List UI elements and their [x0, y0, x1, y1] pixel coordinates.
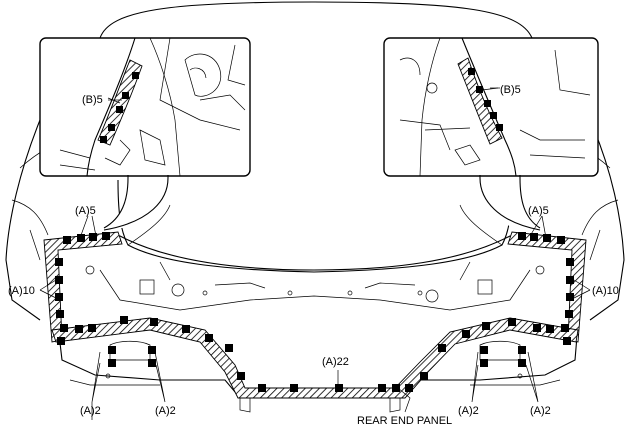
label-b5-right: (B)5 — [500, 84, 521, 96]
label-a2-4: (A)2 — [530, 405, 551, 417]
label-a22: (A)22 — [322, 356, 349, 368]
label-b5-left: (B)5 — [82, 94, 103, 106]
leader-lines — [39, 87, 591, 420]
label-a2-3: (A)2 — [458, 405, 479, 417]
detail-inset-right — [383, 37, 599, 231]
label-a10-right: (A)10 — [592, 285, 619, 297]
label-a2-2: (A)2 — [155, 405, 176, 417]
label-a5-right: (A)5 — [528, 205, 549, 217]
rear-end-panel-body — [54, 235, 581, 413]
label-a10-left: (A)10 — [8, 285, 35, 297]
seal-bands — [43, 231, 587, 399]
callout-labels: (B)5 (B)5 (A)5 (A)5 (A)10 (A)10 (A)22 (A… — [8, 84, 619, 427]
label-a5-left: (A)5 — [75, 205, 96, 217]
detail-inset-left — [39, 37, 251, 231]
spot-welds — [55, 232, 574, 392]
trunk-opening — [117, 179, 513, 281]
label-a2-1: (A)2 — [80, 405, 101, 417]
label-rear-end-panel: REAR END PANEL — [357, 415, 452, 427]
